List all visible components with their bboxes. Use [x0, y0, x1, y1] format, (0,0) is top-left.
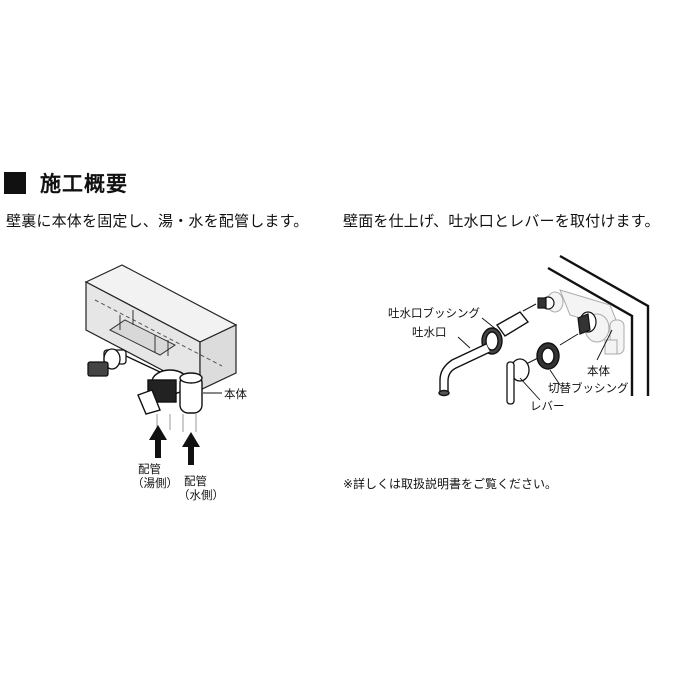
- label-spout-bushing: 吐水口ブッシング: [388, 306, 480, 320]
- heading-square-icon: [4, 172, 26, 194]
- right-caption: 壁面を仕上げ、吐水口とレバーを取付けます。: [343, 212, 660, 230]
- label-pipe-cold-2: （水側）: [178, 488, 224, 502]
- hot-arrow-icon: [149, 425, 167, 458]
- label-pipe-hot-2: （湯側）: [132, 476, 178, 490]
- label-left-body: 本体: [224, 387, 247, 401]
- label-pipe-cold-1: 配管: [184, 474, 207, 488]
- label-spout: 吐水口: [412, 325, 447, 339]
- label-right-body: 本体: [587, 364, 610, 378]
- cold-arrow-icon: [182, 432, 200, 465]
- label-switch-bushing: 切替ブッシング: [548, 381, 629, 395]
- instruction-note: ※詳しくは取扱説明書をご覧ください。: [343, 477, 558, 491]
- label-lever: レバー: [530, 399, 565, 413]
- heading-title: 施工概要: [40, 172, 128, 196]
- section-heading: 施工概要: [4, 168, 128, 198]
- label-pipe-hot-1: 配管: [138, 462, 161, 476]
- left-caption: 壁裏に本体を固定し、湯・水を配管します。: [6, 212, 309, 230]
